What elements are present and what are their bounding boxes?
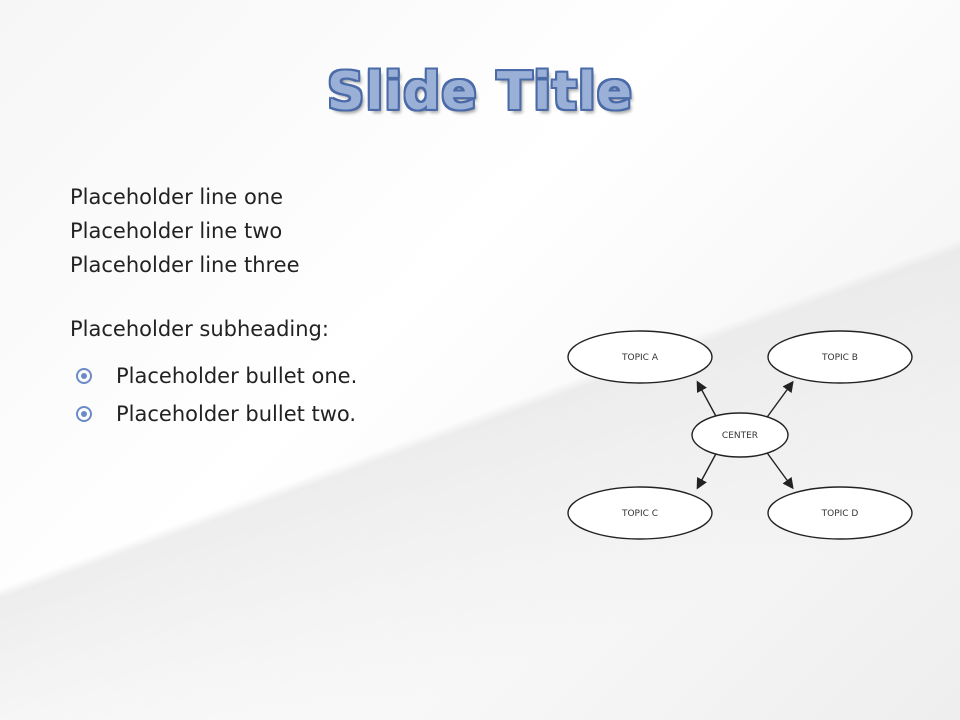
bullet-text: Placeholder bullet one. (116, 364, 358, 388)
arrow (764, 449, 794, 490)
cloud-shape (567, 330, 913, 540)
arrow (696, 449, 719, 490)
bullet-list: Placeholder bullet one. Placeholder bull… (70, 364, 510, 426)
paragraph-line: Placeholder line three (70, 253, 300, 277)
svg-text:TOPIC D: TOPIC D (821, 509, 859, 519)
paragraph-line: Placeholder line two (70, 219, 283, 243)
center-label: CENTER (722, 431, 758, 441)
cloud-label: TOPIC C (621, 509, 658, 519)
svg-text:TOPIC B: TOPIC B (821, 353, 858, 363)
cloud-label: TOPIC A (621, 353, 659, 363)
cloud-label: TOPIC D (821, 509, 859, 519)
bullet-icon (76, 368, 92, 384)
bullet-item: Placeholder bullet two. (70, 402, 510, 426)
svg-text:TOPIC A: TOPIC A (621, 353, 659, 363)
arrow (696, 380, 719, 421)
bullet-icon (76, 406, 92, 422)
bullet-text: Placeholder bullet two. (116, 402, 357, 426)
cloud-labels: TOPIC A TOPIC B TOPIC C TOPIC D CENTER (621, 353, 858, 519)
bullet-item: Placeholder bullet one. (70, 364, 510, 388)
slide-body: Placeholder line one Placeholder line tw… (70, 180, 510, 440)
slide-title: Slide Title (327, 62, 633, 122)
arrow (764, 380, 794, 421)
subheading: Placeholder subheading: (70, 317, 329, 341)
svg-text:TOPIC C: TOPIC C (621, 509, 658, 519)
cloud-label: TOPIC B (821, 353, 858, 363)
paragraph-line: Placeholder line one (70, 185, 284, 209)
svg-text:CENTER: CENTER (722, 431, 758, 441)
cloud-diagram: TOPIC A TOPIC B TOPIC C TOPIC D CENTER (567, 330, 913, 540)
